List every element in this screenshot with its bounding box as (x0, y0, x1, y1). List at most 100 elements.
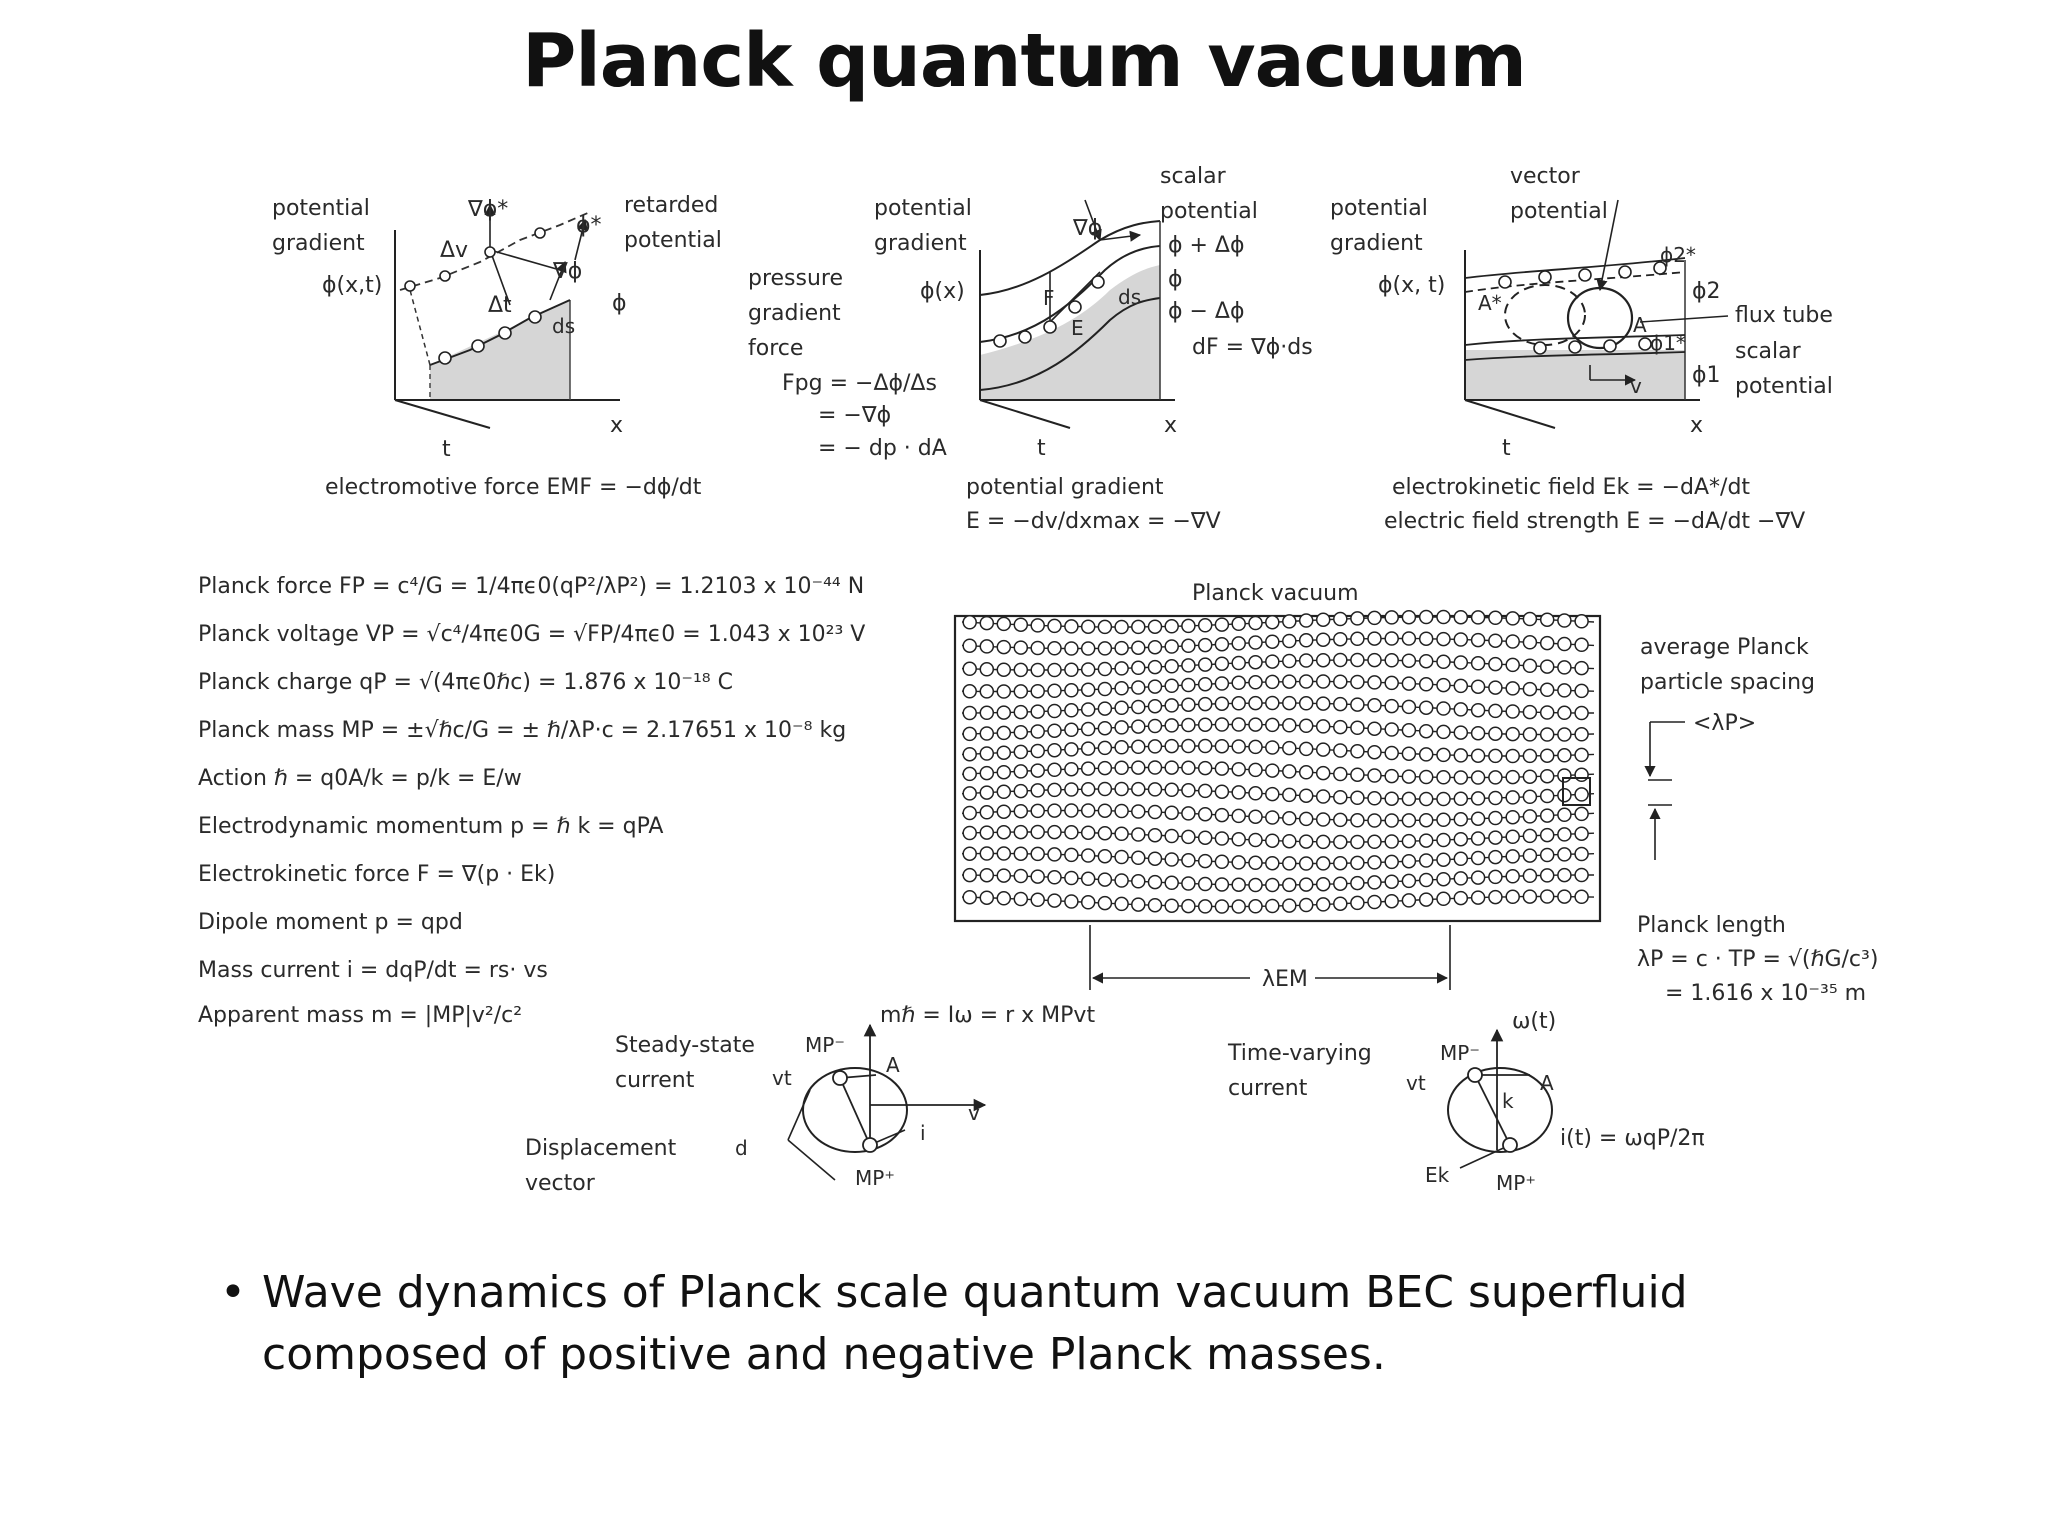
planck-particle (962, 661, 977, 677)
planck-particle (996, 662, 1012, 677)
planck-particle (962, 786, 977, 801)
planck-particle (1488, 869, 1503, 885)
planck-particle (1298, 834, 1314, 849)
planck-particle (1097, 760, 1113, 776)
planck-particle (1097, 701, 1113, 716)
varying-mp-plus: MP⁺ (1496, 1171, 1536, 1195)
planck-particle (1214, 831, 1230, 846)
planck-particle (1097, 848, 1113, 864)
planck-particle (1505, 681, 1520, 696)
planck-particle (1557, 683, 1572, 698)
planck-particle (1030, 763, 1045, 778)
d1-axis-t: t (442, 437, 451, 462)
planck-particle (979, 662, 995, 677)
equation-action: Action ℏ = q0A/k = p/k = E/w (198, 766, 522, 791)
planck-particle (1557, 727, 1572, 742)
planck-particle (1147, 827, 1163, 843)
planck-particle (1557, 768, 1572, 783)
planck-particle (1522, 681, 1538, 697)
planck-particle (1470, 725, 1486, 741)
planck-particle (1114, 681, 1129, 696)
varying-label-2: current (1228, 1076, 1308, 1101)
planck-particle (1505, 704, 1520, 719)
planck-particle (1453, 748, 1469, 763)
planck-particle (1282, 898, 1297, 913)
planck-particle (1030, 743, 1045, 759)
planck-particle (1214, 738, 1230, 754)
planck-particle (1164, 898, 1179, 913)
planck-particle (1231, 899, 1246, 914)
planck-particle (1147, 804, 1163, 820)
planck-particle (1013, 868, 1029, 884)
planck-particle (1333, 812, 1348, 828)
planck-particle (1181, 717, 1196, 733)
planck-particle (1064, 722, 1079, 738)
d2-pressure-label-3: force (748, 336, 803, 361)
planck-particle (1557, 748, 1572, 763)
varying-label-1: Time-varying (1227, 1041, 1372, 1066)
planck-length-label-3: = 1.616 x 10⁻³⁵ m (1665, 981, 1866, 1006)
planck-particle (1248, 654, 1263, 670)
planck-particle (1013, 617, 1029, 632)
planck-particle (1384, 610, 1399, 625)
planck-particle (1265, 877, 1280, 893)
planck-particle (1097, 641, 1113, 656)
planck-particle (1013, 891, 1029, 907)
planck-particle (1197, 618, 1213, 633)
planck-particle (996, 804, 1012, 819)
planck-particle (1333, 743, 1348, 758)
planck-particle (1333, 631, 1348, 647)
planck-particle (996, 824, 1012, 840)
planck-particle (1488, 849, 1503, 865)
planck-particle (1030, 803, 1045, 819)
planck-particle (1453, 632, 1469, 647)
planck-particle (979, 726, 995, 741)
planck-particle (1470, 702, 1486, 718)
planck-particle (1384, 631, 1399, 646)
planck-particle (1181, 853, 1196, 868)
planck-particle (1539, 768, 1555, 784)
planck-particle (1047, 723, 1062, 738)
planck-particle (1147, 760, 1163, 775)
d2-caption-2: E = −dv/dxmax = −∇V (966, 509, 1221, 534)
planck-particle (979, 846, 995, 861)
planck-particle (1114, 661, 1129, 676)
planck-particle (1214, 717, 1230, 732)
planck-particle (1539, 612, 1555, 627)
planck-particle (1097, 781, 1113, 797)
d3-A-star: A* (1478, 291, 1502, 315)
planck-particle (996, 745, 1012, 760)
planck-particle (1047, 847, 1062, 862)
planck-particle (1131, 897, 1146, 912)
planck-particle (1164, 678, 1179, 694)
planck-particle (1418, 631, 1434, 646)
varying-A: A (1540, 1071, 1554, 1095)
planck-particle (1401, 746, 1417, 761)
planck-particle (1248, 675, 1263, 690)
planck-particle (1470, 770, 1486, 785)
planck-particle (1114, 740, 1129, 755)
planck-particle (1505, 634, 1520, 649)
d3-phi2-star: ϕ2* (1660, 243, 1696, 267)
planck-particle (1080, 619, 1096, 634)
planck-particle (1047, 641, 1062, 656)
planck-particle (1114, 700, 1129, 716)
planck-particle (996, 616, 1012, 632)
planck-particle (1436, 891, 1451, 907)
d2-axis-x: x (1164, 413, 1177, 438)
planck-particle (1315, 897, 1331, 912)
planck-particle (1248, 739, 1263, 755)
planck-particle (1147, 679, 1163, 694)
d3-flux-tube (1566, 286, 1634, 350)
planck-particle (1265, 614, 1280, 630)
d2-dF: dF = ∇ϕ·ds (1192, 335, 1313, 360)
planck-particle (1315, 612, 1331, 627)
planck-particle (1248, 635, 1263, 650)
planck-particle (1315, 719, 1331, 734)
planck-particle (1231, 832, 1246, 847)
planck-particle (1350, 697, 1365, 712)
planck-particle (1315, 812, 1331, 827)
planck-particle (1401, 631, 1417, 646)
d2-phi-minus: ϕ − Δϕ (1168, 299, 1245, 324)
planck-particle (996, 764, 1012, 780)
